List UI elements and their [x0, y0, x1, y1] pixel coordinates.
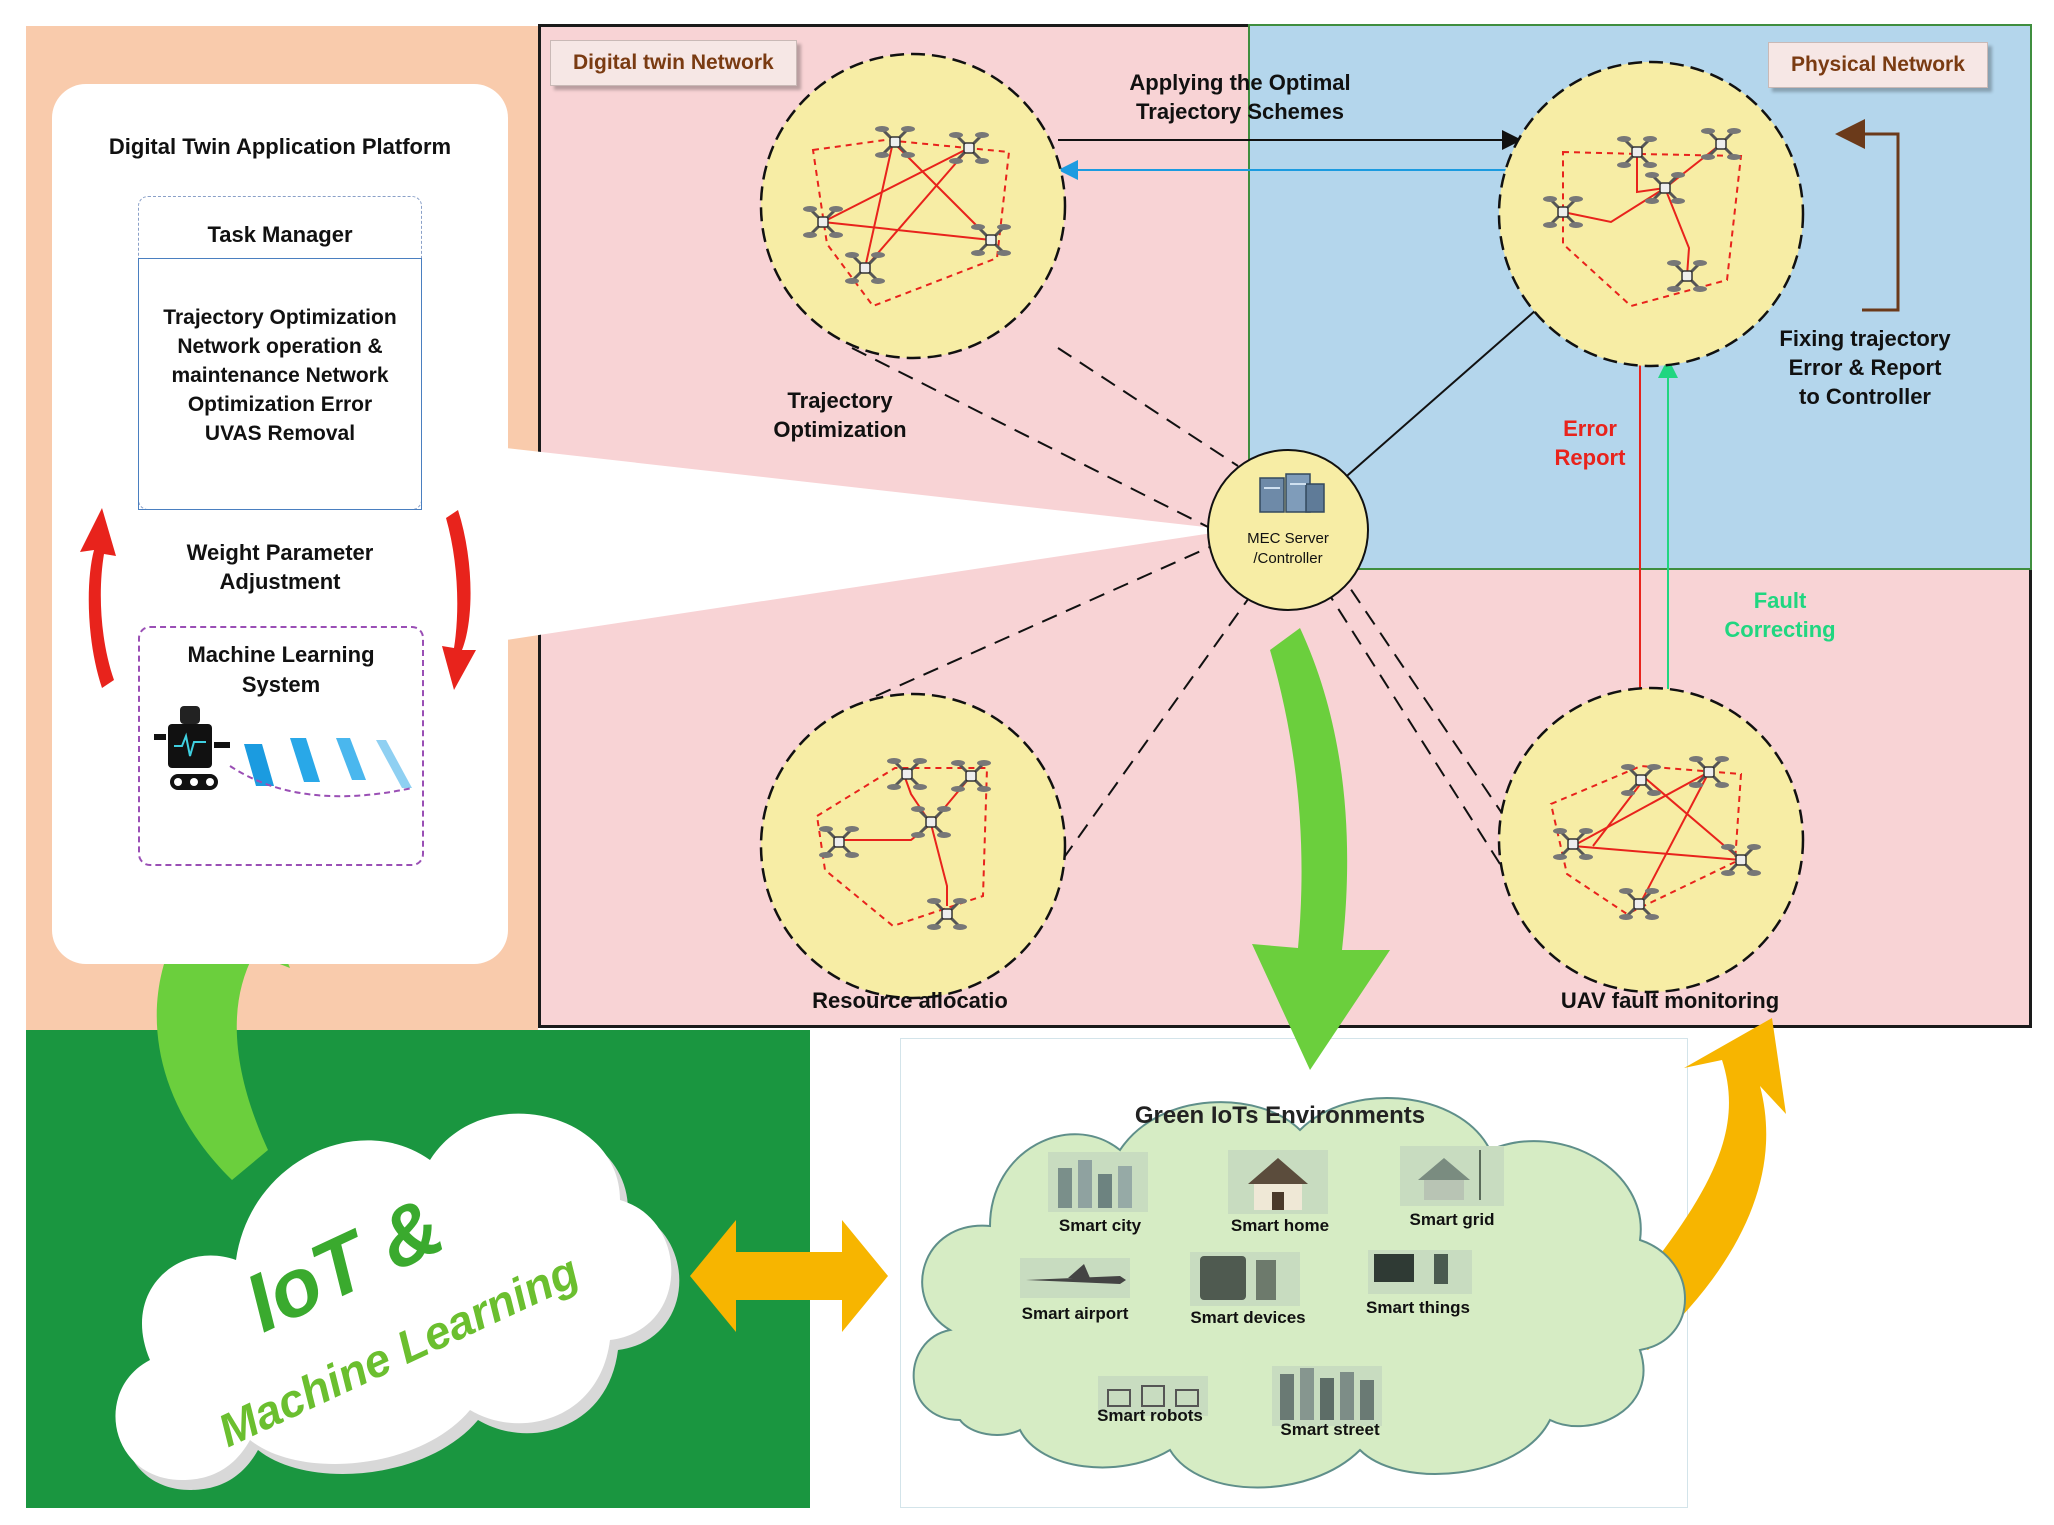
smart-city-icon [1048, 1152, 1148, 1212]
smart-grid-icon [1400, 1146, 1504, 1206]
robot-icon [154, 706, 230, 790]
task-list-box [138, 258, 422, 510]
uav-fault-label: UAV fault monitoring [1560, 988, 1780, 1013]
ml-label-2: System [241, 672, 321, 697]
smart-street-label: Smart street [1280, 1420, 1380, 1439]
green-iot-title: Green IoTs Environments [1134, 1102, 1426, 1129]
iot-cloud-icon [115, 1113, 680, 1490]
smart-robots-label: Smart robots [1097, 1406, 1203, 1425]
trajectory-label-1: Trajectory [787, 388, 893, 413]
smart-icons [1020, 1146, 1504, 1426]
red-arrow-up-icon [80, 508, 116, 688]
ml-label-1: Machine Learning [187, 642, 375, 667]
physical-network-tag: Physical Network [1768, 42, 1988, 88]
callout-wedge [506, 448, 1232, 640]
physical-node [1497, 60, 1805, 368]
smart-airport-icon [1020, 1258, 1130, 1298]
applying-label-2: Trajectory Schemes [1136, 99, 1344, 124]
uav-fault-node [1497, 686, 1805, 994]
mec-label-1: MEC Server [1247, 530, 1329, 547]
task-item-5: UVAS Removal [204, 422, 356, 445]
neural-layers-icon [229, 738, 413, 798]
task-item-2: Network operation & [177, 335, 383, 358]
task-manager-title: Task Manager [207, 222, 353, 247]
error-report-label-1: Error [1563, 416, 1617, 441]
error-report-label-2: Report [1554, 445, 1626, 470]
weight-label-2: Adjustment [219, 569, 341, 594]
applying-label-1: Applying the Optimal [1129, 70, 1351, 95]
task-item-4: Optimization Error [187, 393, 373, 416]
green-arrow-down-icon [1252, 628, 1390, 1070]
task-item-3: maintenance Network [171, 364, 389, 387]
smart-airport-label: Smart airport [1021, 1304, 1129, 1323]
red-arrow-down-icon [442, 510, 476, 690]
task-item-1: Trajectory Optimization [163, 306, 397, 329]
ml-illustration [154, 706, 413, 798]
mec-label-2: /Controller [1253, 550, 1323, 567]
platform-card [52, 84, 508, 964]
weight-label-1: Weight Parameter [186, 540, 374, 565]
smart-home-icon [1228, 1150, 1328, 1214]
fixing-label-3: to Controller [1799, 384, 1931, 409]
trajectory-label-2: Optimization [773, 417, 907, 442]
server-icon [1259, 473, 1325, 513]
fault-correcting-label-2: Correcting [1724, 617, 1836, 642]
fixing-label-1: Fixing trajectory [1779, 326, 1951, 351]
mec-server-node [1207, 449, 1369, 611]
smart-robots-icon [1098, 1376, 1208, 1416]
smart-grid-label: Smart grid [1409, 1210, 1495, 1229]
fixing-loop-arrow [1835, 119, 1900, 312]
weight-red-arrows [80, 508, 476, 690]
ml-system-box [138, 626, 424, 866]
smart-city-label: Smart city [1058, 1216, 1142, 1235]
fixing-label-2: Error & Report [1788, 355, 1942, 380]
dashed-links [851, 347, 1521, 881]
smart-street-icon [1272, 1366, 1382, 1426]
resource-label: Resource allocatio [812, 988, 1008, 1013]
smart-things-label: Smart things [1366, 1298, 1470, 1317]
digital-twin-network-tag: Digital twin Network [550, 40, 797, 86]
solid-link [1339, 309, 1537, 483]
resource-node [759, 692, 1067, 1000]
smart-devices-icon [1190, 1252, 1300, 1306]
fault-correcting-label-1: Fault [1753, 588, 1807, 613]
platform-title: Digital Twin Application Platform [108, 134, 452, 159]
trajectory-node [759, 52, 1067, 360]
smart-things-icon [1368, 1250, 1472, 1294]
orange-arrow-up-icon [1598, 1018, 1786, 1350]
double-arrow-icon [690, 1220, 888, 1332]
smart-devices-label: Smart devices [1190, 1308, 1306, 1327]
smart-home-label: Smart home [1230, 1216, 1330, 1235]
